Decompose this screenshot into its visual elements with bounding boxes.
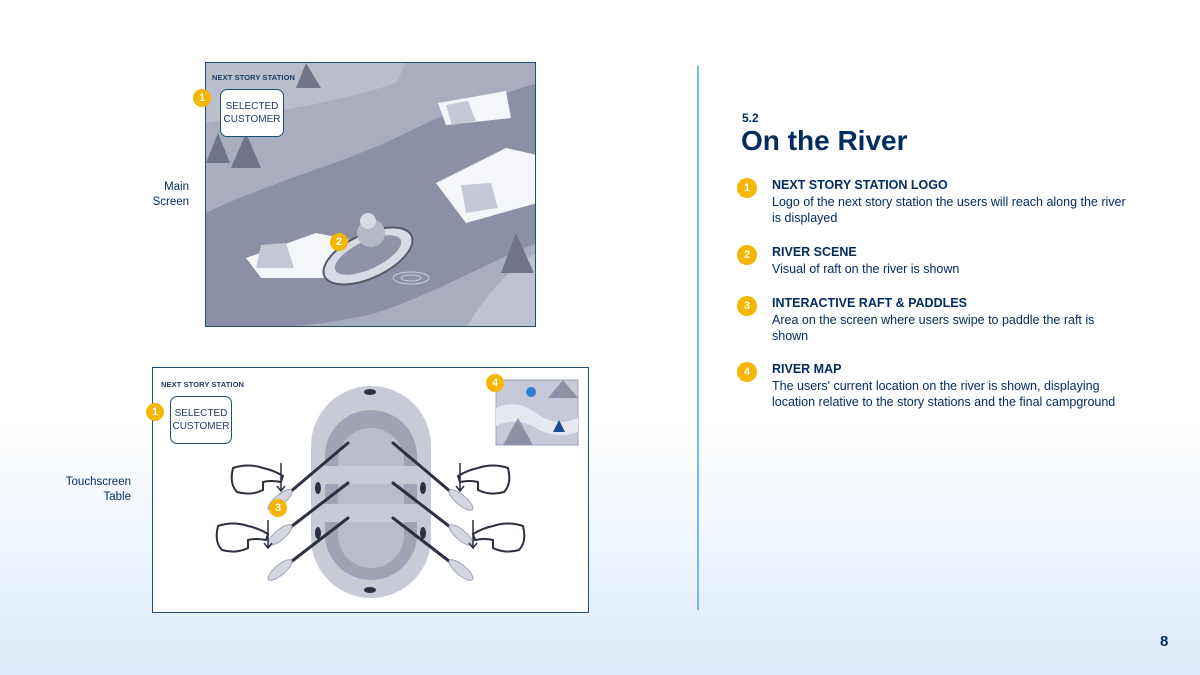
- main-customer-line1: SELECTED: [225, 101, 279, 112]
- page-number: 8: [1160, 633, 1169, 650]
- legend-badge-1: 1: [737, 178, 757, 198]
- main-customer-line2: CUSTOMER: [223, 114, 281, 125]
- main-screen-label: Main Screen: [120, 180, 189, 210]
- legend-badge-3: 3: [737, 296, 757, 316]
- table-selected-customer-box: SELECTED CUSTOMER: [170, 396, 232, 444]
- legend-desc-4: The users' current location on the river…: [772, 379, 1116, 409]
- table-badge-4: 4: [486, 374, 504, 392]
- raft-paddles-illustration: [215, 379, 579, 598]
- main-selected-customer-box: SELECTED CUSTOMER: [220, 89, 284, 137]
- legend-title-4: RIVER MAP: [772, 362, 842, 376]
- legend-badge-2: 2: [737, 245, 757, 265]
- section-number: 5.2: [742, 111, 759, 125]
- legend-item-4: 4 RIVER MAP The users' current location …: [737, 362, 1137, 414]
- vertical-divider: [697, 66, 699, 610]
- touchscreen-table-label: Touchscreen Table: [40, 475, 131, 505]
- legend-badge-4: 4: [737, 362, 757, 382]
- table-customer-line1: SELECTED: [174, 408, 228, 419]
- legend-title-3: INTERACTIVE RAFT & PADDLES: [772, 296, 967, 310]
- main-badge-2: 2: [330, 233, 348, 251]
- main-badge-1: 1: [193, 89, 211, 107]
- legend-item-1: 1 NEXT STORY STATION LOGO Logo of the ne…: [737, 178, 1137, 230]
- touchscreen-label-line1: Touchscreen: [65, 476, 131, 488]
- legend-desc-3: Area on the screen where users swipe to …: [772, 313, 1095, 343]
- table-customer-line2: CUSTOMER: [172, 421, 230, 432]
- touchscreen-label-line2: Table: [103, 491, 132, 503]
- main-screen-illustration: NEXT STORY STATION SELECTED CUSTOMER: [205, 62, 536, 327]
- legend-title-1: NEXT STORY STATION LOGO: [772, 178, 948, 192]
- table-station-logo: NEXT STORY STATION: [161, 380, 245, 389]
- legend-desc-2: Visual of raft on the river is shown: [772, 262, 960, 276]
- legend-desc-1: Logo of the next story station the users…: [772, 195, 1126, 225]
- touchscreen-table-illustration: NEXT STORY STATION SELECTED CUSTOMER: [152, 367, 589, 613]
- main-screen-label-line2: Screen: [152, 196, 189, 208]
- main-station-logo: NEXT STORY STATION: [212, 73, 296, 82]
- table-badge-3: 3: [269, 499, 287, 517]
- river-scene-illustration: [206, 63, 535, 326]
- table-badge-1: 1: [146, 403, 164, 421]
- legend-item-3: 3 INTERACTIVE RAFT & PADDLES Area on the…: [737, 296, 1137, 348]
- section-title: On the River: [741, 125, 908, 156]
- main-screen-label-line1: Main: [164, 181, 189, 193]
- legend-item-2: 2 RIVER SCENE Visual of raft on the rive…: [737, 245, 1137, 281]
- legend-title-2: RIVER SCENE: [772, 245, 857, 259]
